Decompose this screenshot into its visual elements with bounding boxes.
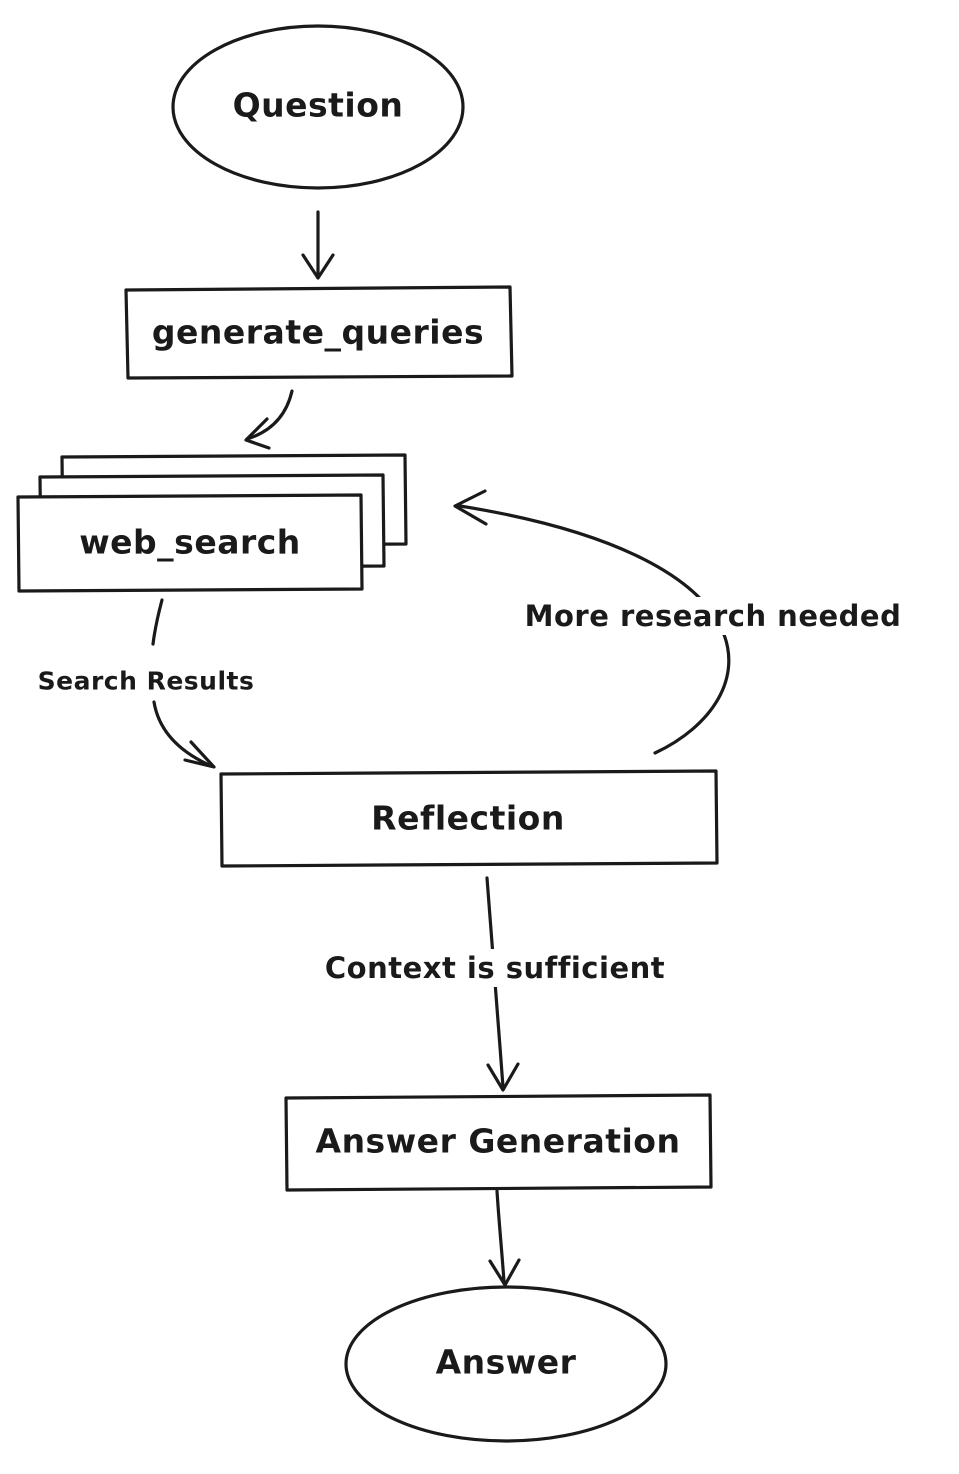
answer-generation-node-shape	[284, 1093, 713, 1192]
edge-label-context-is-sufficient: Context is sufficient	[316, 949, 674, 987]
arrow-answer-generation-to-answer	[488, 1189, 521, 1287]
reflection-node-shape	[219, 769, 719, 868]
node-reflection-label: Reflection	[371, 798, 565, 838]
arrow-generate-queries-to-web-search	[244, 389, 294, 450]
arrow-question-to-generate-queries	[301, 210, 335, 280]
node-answer-generation-label: Answer Generation	[315, 1121, 681, 1161]
generate-queries-node-shape	[124, 285, 514, 380]
node-question-label: Question	[232, 85, 404, 125]
node-web-search-label: web_search	[79, 522, 301, 562]
node-answer-label: Answer	[435, 1342, 577, 1382]
node-generate-queries-label: generate_queries	[151, 312, 485, 352]
answer-node-shape	[344, 1285, 668, 1443]
edge-label-search-results: Search Results	[29, 664, 263, 698]
edge-label-more-research-needed: More research needed	[516, 597, 910, 635]
question-node-shape	[171, 24, 465, 190]
web-search-node-shape	[16, 453, 408, 593]
arrow-web-search-to-reflection	[151, 598, 216, 769]
